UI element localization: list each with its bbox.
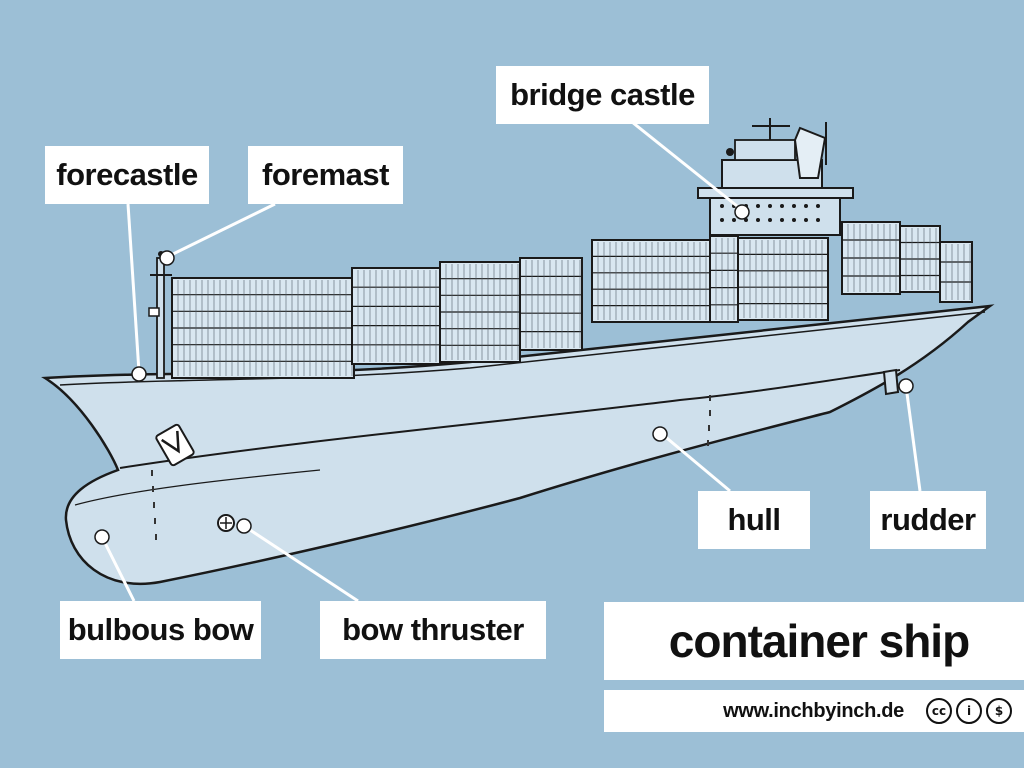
waterline-stripe [119,369,901,469]
nc-noncommercial-icon: $ [986,698,1012,724]
container-stack [591,239,711,323]
cc-icon: cc [926,698,952,724]
label-hull: hull [698,491,810,549]
label-bridge-castle: bridge castle [496,66,709,124]
label-forecastle: forecastle [45,146,209,204]
site-url-link[interactable]: www.inchbyinch.de [723,699,904,722]
label-bulbous-bow: bulbous bow [60,601,261,659]
foremast-shape [148,251,172,379]
leader-dots [94,204,914,545]
credit-box: www.inchbyinch.de cc i $ [604,690,1024,732]
container-stack [519,257,583,351]
diagram-title: container ship [668,615,970,667]
bridge-castle-shape [697,118,854,236]
label-bow-thruster: bow thruster [320,601,546,659]
container-stacks [171,221,973,379]
container-stack [351,267,443,365]
draft-marks [151,395,711,540]
label-foremast: foremast [248,146,403,204]
bow-logo-icon [155,423,195,467]
container-stack [939,241,973,303]
bow-thruster-icon [217,514,235,532]
label-rudder: rudder [870,491,986,549]
diagram-title-box: container ship [604,602,1024,680]
by-attribution-icon: i [956,698,982,724]
container-stack [737,237,829,321]
leader-lines [100,120,922,603]
rudder-shape [882,368,900,396]
bulb-line [74,469,321,506]
